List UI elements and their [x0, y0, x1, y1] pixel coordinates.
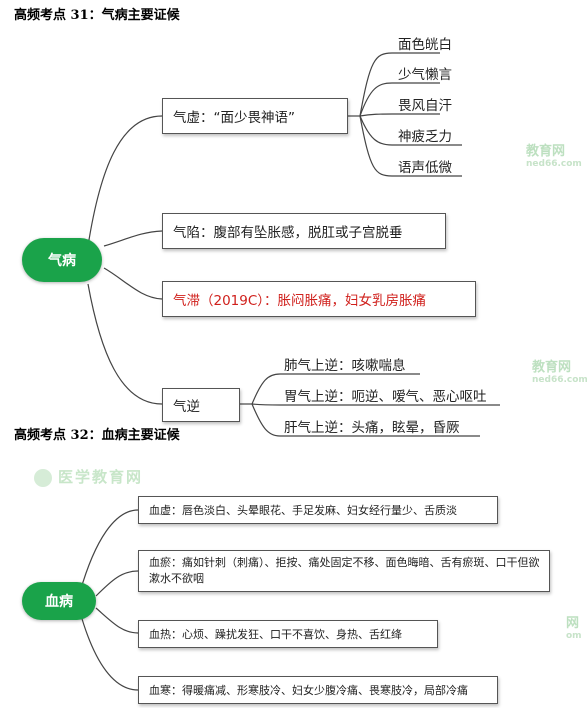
connector-qi-ni: [87, 283, 163, 405]
connector-xue-xu: [79, 509, 139, 593]
watermark: 教育网 ned66.com: [532, 360, 587, 385]
root-node-qi-disease: 气病: [22, 238, 102, 282]
branch-xue-han: 血寒：得暖痛减、形寒肢冷、妇女少腹冷痛、畏寒肢冷，局部冷痛: [138, 676, 498, 704]
branch-label: 血热：心烦、躁扰发狂、口干不喜饮、身热、舌红绛: [149, 628, 402, 641]
branch-label: 血寒：得暖痛减、形寒肢冷、妇女少腹冷痛、畏寒肢冷，局部冷痛: [149, 684, 468, 697]
leaf-qi-xu-5: 语声低微: [398, 160, 452, 176]
root-node-blood-disease: 血病: [22, 582, 96, 620]
leaf-qi-ni-2: 胃气上逆：呃逆、嗳气、恶心呕吐: [284, 389, 487, 405]
leaf-qi-xu-2: 少气懒言: [398, 67, 452, 83]
branch-qi-xian: 气陷：腹部有坠胀感，脱肛或子宫脱垂: [162, 213, 446, 249]
branch-label: 气逆: [173, 399, 200, 415]
leaf-qi-ni-3: 肝气上逆：头痛，眩晕，昏厥: [284, 420, 460, 436]
branch-xue-xu: 血虚：唇色淡白、头晕眼花、手足发麻、妇女经行量少、舌质淡: [138, 496, 498, 524]
root-label: 血病: [45, 594, 73, 610]
leaf-qi-xu-4: 神疲乏力: [398, 129, 452, 145]
leaf-qi-ni-1: 肺气上逆：咳嗽喘息: [284, 358, 406, 374]
watermark: 教育网 ned66.com: [526, 144, 582, 169]
section-heading-qi: 高频考点 31：气病主要证候: [14, 8, 180, 23]
branch-label: 气陷：腹部有坠胀感，脱肛或子宫脱垂: [173, 225, 403, 241]
branch-label: 血虚：唇色淡白、头晕眼花、手足发麻、妇女经行量少、舌质淡: [149, 504, 457, 517]
branch-xue-yu: 血瘀：痛如针刺（刺痛）、拒按、痛处固定不移、面色晦暗、舌有瘀斑、口干但欲漱水不欲…: [138, 550, 550, 592]
branch-qi-ni: 气逆: [162, 388, 240, 422]
connector-qi-xian: [103, 230, 163, 247]
connector-qi-xu: [87, 115, 163, 247]
connector-xue-yu: [95, 570, 139, 597]
connector-qi-zhi: [103, 267, 163, 300]
branch-qi-zhi: 气滞（2019C）：胀闷胀痛，妇女乳房胀痛: [162, 281, 476, 317]
section-heading-blood: 高频考点 32：血病主要证候: [14, 428, 180, 443]
branch-label: 气滞（2019C）：胀闷胀痛，妇女乳房胀痛: [173, 293, 427, 309]
leaf-qi-xu-1: 面色㿠白: [398, 37, 452, 53]
connector-xue-re: [95, 607, 139, 634]
logo-circle-icon: [34, 468, 52, 487]
watermark: 网 om: [566, 616, 582, 641]
connector-xue-han: [79, 611, 139, 691]
branch-label: 血瘀：痛如针刺（刺痛）、拒按、痛处固定不移、面色晦暗、舌有瘀斑、口干但欲漱水不欲…: [149, 556, 540, 585]
root-label: 气病: [48, 253, 76, 269]
branch-xue-re: 血热：心烦、躁扰发狂、口干不喜饮、身热、舌红绛: [138, 620, 438, 648]
branch-qi-xu: 气虚：“面少畏神语”: [162, 98, 348, 134]
leaf-qi-xu-3: 畏风自汗: [398, 98, 452, 114]
watermark-banner: 医学教育网: [34, 466, 143, 487]
branch-label: 气虚：“面少畏神语”: [173, 110, 295, 126]
